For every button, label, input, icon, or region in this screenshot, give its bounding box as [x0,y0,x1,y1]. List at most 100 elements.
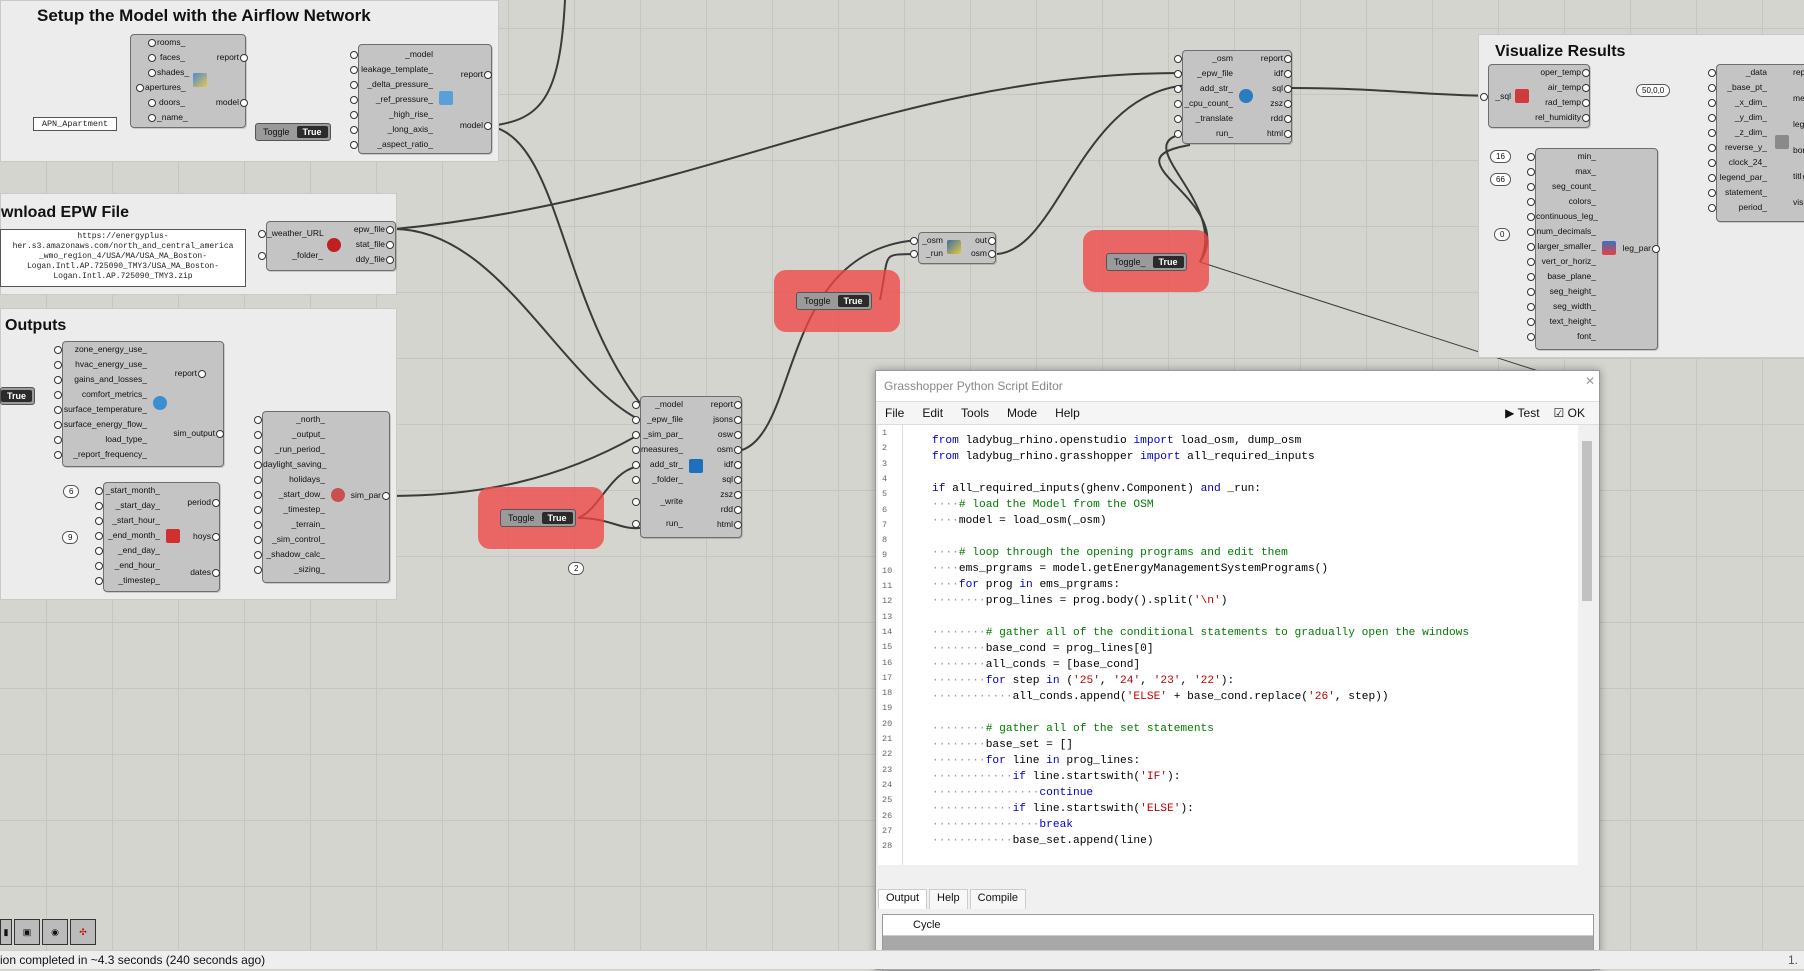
input-continuous-leg[interactable]: continuous_leg_ [1527,209,1598,224]
run-osm-component[interactable]: _osm _epw_file add_str_ _cpu_count_ _tra… [1174,50,1293,144]
input-apertures[interactable]: apertures_ [136,80,186,95]
toggle-outputs[interactable]: True [0,387,36,405]
input-aspect-ratio[interactable]: _aspect_ratio_ [350,137,433,152]
output-html[interactable]: html [717,517,743,532]
output-zsz[interactable]: zsz [1270,96,1292,111]
input-terrain[interactable]: _terrain_ [254,517,325,532]
output-leg-par[interactable]: leg_par [1623,241,1661,256]
input-model[interactable]: _model [632,397,683,412]
menu-mode[interactable]: Mode [1007,406,1038,420]
output-sim-par[interactable]: sim_par [351,488,391,503]
input-start-day[interactable]: _start_day_ [95,498,160,513]
toggle-runosm[interactable]: Toggle_True [1106,253,1187,271]
output-report[interactable]: report [217,50,249,65]
output-bor[interactable]: bor [1793,143,1804,158]
output-rdd[interactable]: rdd [1271,111,1293,126]
output-report[interactable]: report [1261,51,1293,66]
output-oper-temp[interactable]: oper_temp [1540,65,1590,80]
output-report[interactable]: report [711,397,743,412]
output-sql[interactable]: sql [1272,81,1292,96]
ok-button[interactable]: ☑ OK [1553,406,1585,420]
python-script-editor-window[interactable]: Grasshopper Python Script Editor ✕ File … [875,370,1600,971]
input-data[interactable]: _data [1708,65,1767,80]
output-sim-output[interactable]: sim_output [173,426,224,441]
input-sim-control[interactable]: _sim_control_ [254,532,325,547]
input-z-dim[interactable]: _z_dim_ [1708,125,1767,140]
output-ddy-file[interactable]: ddy_file [356,252,395,267]
input-sizing[interactable]: _sizing_ [254,562,325,577]
input-start-month[interactable]: _start_month_ [95,483,160,498]
vertical-scrollbar[interactable] [1578,425,1596,865]
input-name[interactable]: _name_ [148,110,188,125]
output-hoys[interactable]: hoys [193,529,220,544]
input-seg-height[interactable]: seg_height_ [1527,284,1596,299]
input-base-plane[interactable]: base_plane_ [1527,269,1596,284]
input-run[interactable]: _run [910,246,943,261]
input-delta-pressure[interactable]: _delta_pressure_ [350,77,433,92]
menu-edit[interactable]: Edit [922,406,944,420]
input-sql[interactable]: _sql [1480,89,1511,104]
output-titl[interactable]: titl [1793,169,1804,184]
input-daylight-saving[interactable]: daylight_saving_ [254,457,326,472]
input-sim-par[interactable]: _sim_par_ [632,427,683,442]
read-room-comfort-component[interactable]: _sql oper_temp air_temp rad_temp rel_hum… [1480,64,1591,128]
output-zsz[interactable]: zsz [720,487,742,502]
input-run-period[interactable]: _run_period_ [254,442,325,457]
input-period[interactable]: period_ [1708,200,1767,215]
menu-tools[interactable]: Tools [961,406,990,420]
input-timestep[interactable]: _timestep_ [95,573,160,588]
input-reverse-y[interactable]: reverse_y_ [1708,140,1767,155]
input-larger-smaller[interactable]: larger_smaller_ [1527,239,1596,254]
output-epw-file[interactable]: epw_file [354,222,395,237]
input-long-axis[interactable]: _long_axis_ [350,122,433,137]
input-folder[interactable]: _folder_ [258,248,323,263]
tab-compile[interactable]: Compile [969,889,1027,909]
input-epw-file[interactable]: _epw_file [1174,66,1233,81]
run-number[interactable]: 2 [568,562,585,575]
preview-icon[interactable]: ▮ [0,919,12,945]
min-number[interactable]: 16 [1490,150,1511,163]
sim-output-component[interactable]: zone_energy_use_ hvac_energy_use_ gains_… [54,341,224,467]
input-cpu-count[interactable]: _cpu_count_ [1174,96,1233,111]
input-seg-width[interactable]: seg_width_ [1527,299,1596,314]
input-write[interactable]: _write [632,494,683,509]
input-osm[interactable]: _osm [1174,51,1233,66]
grid-snap-icon[interactable]: ✣ [70,919,96,945]
input-output[interactable]: _output_ [254,427,325,442]
airflow-network-component[interactable]: _model leakage_template_ _delta_pressure… [350,44,493,154]
input-legend-par[interactable]: legend_par_ [1708,170,1767,185]
input-folder[interactable]: _folder_ [632,472,683,487]
input-start-hour[interactable]: _start_hour_ [95,513,160,528]
tab-help[interactable]: Help [929,889,968,909]
input-shadow-calc[interactable]: _shadow_calc_ [254,547,325,562]
input-north[interactable]: _north_ [254,412,325,427]
input-rooms[interactable]: rooms_ [148,35,185,50]
output-html[interactable]: html [1267,126,1293,141]
output-me[interactable]: me [1793,91,1804,106]
input-ref-pressure[interactable]: _ref_pressure_ [350,92,433,107]
input-base-pt[interactable]: _base_pt_ [1708,80,1767,95]
eye-icon[interactable]: ◉ [42,919,68,945]
input-seg-count[interactable]: seg_count_ [1527,179,1596,194]
input-font[interactable]: font_ [1527,329,1596,344]
input-holidays[interactable]: holidays_ [254,472,325,487]
output-rel-humidity[interactable]: rel_humidity [1535,110,1590,125]
input-epw-file[interactable]: _epw_file [632,412,683,427]
input-min[interactable]: min_ [1527,149,1596,164]
horizontal-scrollbar[interactable] [878,865,1578,881]
output-period[interactable]: period [187,495,220,510]
input-shades[interactable]: shades_ [148,65,189,80]
output-idf[interactable]: idf [1274,66,1292,81]
download-epw-component[interactable]: _weather_URL _folder_ epw_file stat_file… [258,221,396,271]
color-room-component[interactable]: _data _base_pt_ _x_dim_ _y_dim_ _z_dim_ … [1708,64,1804,222]
input-text-height[interactable]: text_height_ [1527,314,1596,329]
tab-output[interactable]: Output [878,889,928,909]
input-zone-energy-use[interactable]: zone_energy_use_ [54,342,147,357]
input-run[interactable]: run_ [1174,126,1233,141]
input-leakage-template[interactable]: leakage_template_ [350,62,433,77]
input-surface-energy-flow[interactable]: surface_energy_flow_ [54,417,147,432]
export-openstudio-component[interactable]: _model _epw_file _sim_par_ measures_ add… [632,396,743,538]
input-gains-and-losses[interactable]: gains_and_losses_ [54,372,147,387]
vector-panel[interactable]: 50,0,0 [1636,84,1671,97]
